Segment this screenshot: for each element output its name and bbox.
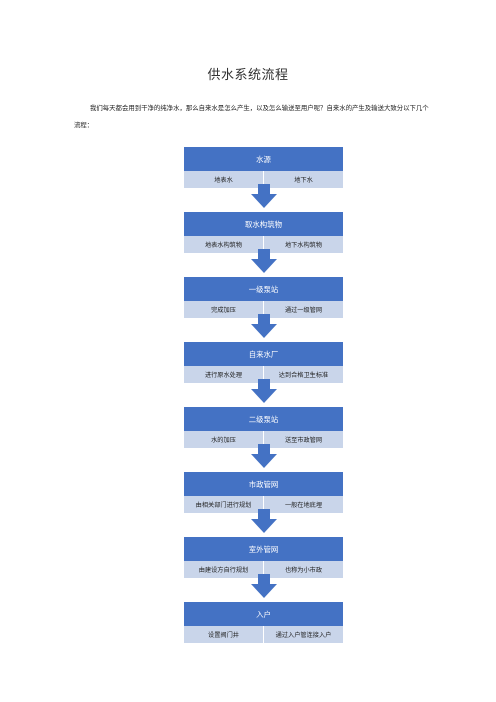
step-detail: 地下水 — [263, 171, 343, 188]
step-detail: 地表水 — [214, 177, 233, 184]
document-title: 供水系统流程 — [207, 68, 289, 83]
step-detail-row: 进行原水处理 达到合格卫生标准 — [184, 366, 343, 383]
step-detail-row: 水的加压 送至市政管网 — [184, 431, 343, 448]
flow-step-secondary-pump: 二级泵站 水的加压 送至市政管网 — [184, 407, 343, 468]
step-detail: 也称为小市政 — [263, 561, 343, 578]
step-detail-row: 完成加压 通过一级管网 — [184, 301, 343, 318]
flow-step-outdoor-network: 室外管网 由建设方自行规划 也称为小市政 — [184, 537, 343, 598]
flow-step-primary-pump: 一级泵站 完成加压 通过一级管网 — [184, 277, 343, 338]
down-arrow-icon — [251, 249, 277, 273]
intro-text: 我们每天都会用到干净的纯净水，那么自来水是怎么产生，以及怎么输送至用户呢？自来水… — [74, 104, 429, 129]
flow-step-intake: 取水构筑物 地表水构筑物 地下水构筑物 — [184, 212, 343, 273]
step-detail-row: 地表水构筑物 地下水构筑物 — [184, 236, 343, 253]
down-arrow-icon — [251, 574, 277, 598]
flow-step-household: 入户 设置阀门井 通过入户管连接入户 — [184, 602, 343, 643]
step-header: 水源 — [184, 147, 343, 171]
step-detail: 通过一级管网 — [263, 301, 343, 318]
step-detail: 由建设方自行规划 — [198, 567, 249, 574]
water-supply-flowchart: 水源 地表水 地下水 取水构筑物 地表水构筑物 地下水构筑物 一级泵站 完成加压… — [184, 147, 343, 643]
step-detail: 设置阀门井 — [208, 632, 239, 639]
down-arrow-icon — [251, 379, 277, 403]
step-header: 一级泵站 — [184, 277, 343, 301]
step-header: 取水构筑物 — [184, 212, 343, 236]
step-header: 二级泵站 — [184, 407, 343, 431]
step-detail-row: 由建设方自行规划 也称为小市政 — [184, 561, 343, 578]
down-arrow-icon — [251, 444, 277, 468]
step-header: 入户 — [184, 602, 343, 626]
step-detail-row: 设置阀门井 通过入户管连接入户 — [184, 626, 343, 643]
step-detail: 通过入户管连接入户 — [263, 626, 343, 643]
step-detail: 完成加压 — [211, 307, 236, 314]
step-detail: 地表水构筑物 — [204, 242, 243, 249]
step-header: 市政管网 — [184, 472, 343, 496]
step-header: 自来水厂 — [184, 342, 343, 366]
step-detail: 由相关部门进行规划 — [195, 502, 252, 509]
step-detail: 送至市政管网 — [263, 431, 343, 448]
step-detail-row: 由相关部门进行规划 一般在地底埋 — [184, 496, 343, 513]
flow-step-water-plant: 自来水厂 进行原水处理 达到合格卫生标准 — [184, 342, 343, 403]
intro-paragraph: 我们每天都会用到干净的纯净水，那么自来水是怎么产生，以及怎么输送至用户呢？自来水… — [74, 100, 434, 134]
down-arrow-icon — [251, 314, 277, 338]
step-detail: 达到合格卫生标准 — [263, 366, 343, 383]
step-header: 室外管网 — [184, 537, 343, 561]
step-detail: 地下水构筑物 — [263, 236, 343, 253]
step-detail: 进行原水处理 — [204, 372, 243, 379]
step-detail: 水的加压 — [211, 437, 236, 444]
down-arrow-icon — [251, 184, 277, 208]
flow-step-source: 水源 地表水 地下水 — [184, 147, 343, 208]
step-detail: 一般在地底埋 — [263, 496, 343, 513]
down-arrow-icon — [251, 509, 277, 533]
flow-step-municipal-network: 市政管网 由相关部门进行规划 一般在地底埋 — [184, 472, 343, 533]
step-detail-row: 地表水 地下水 — [184, 171, 343, 188]
